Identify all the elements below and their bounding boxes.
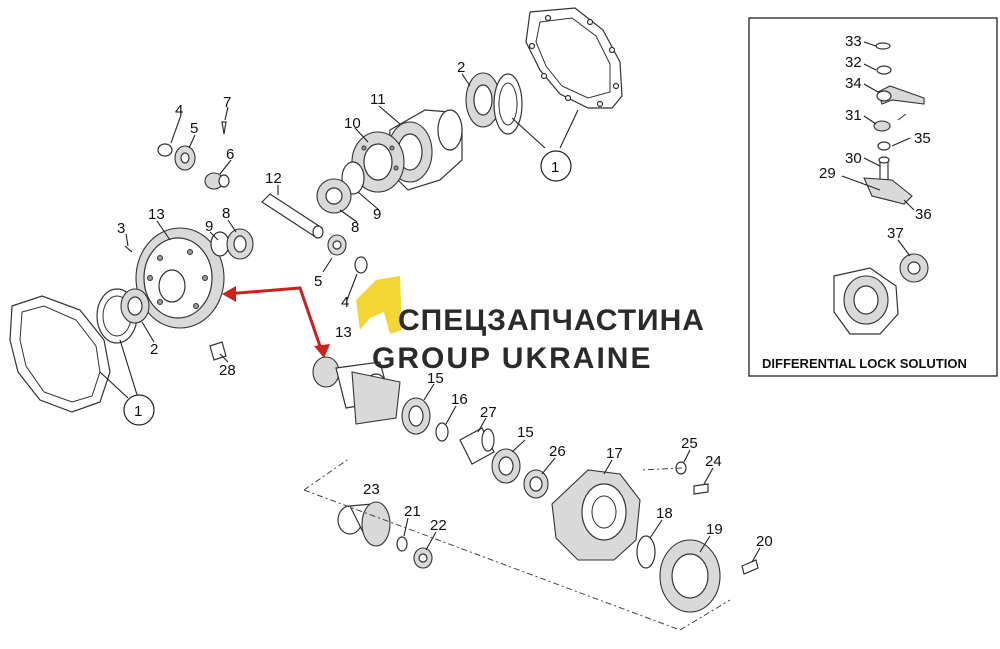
- callout-9a: 9: [373, 206, 381, 223]
- bearing-15b: [491, 448, 521, 484]
- callout-18: 18: [656, 505, 673, 522]
- callout-16: 16: [451, 391, 468, 408]
- callout-1a: 1: [551, 159, 559, 176]
- callout-8b: 8: [222, 205, 230, 222]
- callout-15a: 15: [427, 370, 444, 387]
- callout-22: 22: [430, 517, 447, 534]
- bearing-15a: [401, 397, 431, 435]
- flange-23: [337, 501, 391, 547]
- red-arrow: [222, 286, 330, 358]
- leader-lines: [99, 73, 761, 563]
- callout-9b: 9: [205, 218, 213, 235]
- side-gear-8-upper: [316, 178, 352, 214]
- callout-21: 21: [404, 503, 421, 520]
- bearing-upper: [465, 72, 523, 135]
- watermark-logo: [356, 276, 402, 334]
- gear-ring-10: [351, 131, 405, 193]
- watermark: СПЕЦЗАПЧАСТИНА GROUP UKRAINE: [356, 276, 705, 375]
- bearing-left: [96, 288, 150, 344]
- callout-34: 34: [845, 75, 862, 92]
- bushing-6: [204, 172, 230, 190]
- bolt-24: [693, 483, 709, 495]
- cross-shaft-12: [261, 193, 324, 239]
- callout-4a: 4: [175, 102, 183, 119]
- bolt-20: [741, 559, 759, 575]
- washer-32: [876, 65, 892, 75]
- callout-23: 23: [363, 481, 380, 498]
- callout-12: 12: [265, 170, 282, 187]
- circlip-33: [875, 42, 891, 50]
- callout-13a: 13: [148, 206, 165, 223]
- callout-31: 31: [845, 107, 862, 124]
- side-gear-8-left: [226, 228, 254, 260]
- gasket-left: [9, 295, 111, 413]
- callout-24: 24: [705, 453, 722, 470]
- bushing-35: [877, 141, 891, 151]
- watermark-line2: GROUP UKRAINE: [372, 342, 652, 375]
- callout-15b: 15: [517, 424, 534, 441]
- callout-7: 7: [223, 94, 231, 111]
- crown-gear-13: [135, 227, 225, 329]
- circle-callout-1a: [540, 150, 572, 182]
- callout-13b: 13: [335, 324, 352, 341]
- callout-25: 25: [681, 435, 698, 452]
- callout-2b: 2: [150, 341, 158, 358]
- callout-1b: 1: [134, 403, 142, 420]
- callout-28: 28: [219, 362, 236, 379]
- callout-10: 10: [344, 115, 361, 132]
- washer-4-mid: [354, 256, 368, 274]
- pinion-5-top: [174, 145, 196, 171]
- callout-27: 27: [480, 404, 497, 421]
- pin-3: [124, 245, 133, 253]
- callout-8a: 8: [351, 219, 359, 236]
- nut-22: [413, 547, 433, 569]
- spacer-27: [459, 427, 495, 465]
- callout-37: 37: [887, 225, 904, 242]
- callout-2a: 2: [457, 59, 465, 76]
- seal-18: [636, 535, 656, 569]
- nut-26: [523, 469, 549, 499]
- assembly-outline: [303, 457, 731, 631]
- watermark-line1: СПЕЦЗАПЧАСТИНА: [398, 304, 705, 337]
- cover-19: [659, 539, 721, 613]
- callout-32: 32: [845, 54, 862, 71]
- bearing-housing-17: [551, 469, 641, 561]
- lever-36: [863, 177, 913, 205]
- callout-35: 35: [914, 130, 931, 147]
- callout-30: 30: [845, 150, 862, 167]
- callout-19: 19: [706, 521, 723, 538]
- callout-36: 36: [915, 206, 932, 223]
- oring-21: [396, 536, 408, 552]
- callout-33: 33: [845, 33, 862, 50]
- callout-3: 3: [117, 220, 125, 237]
- pin-7: [221, 121, 227, 135]
- washer-4-top: [157, 143, 173, 157]
- pinion-shaft-13: [312, 356, 401, 425]
- callout-26: 26: [549, 443, 566, 460]
- circle-callout-1b: [123, 394, 155, 426]
- inset-title: DIFFERENTIAL LOCK SOLUTION: [762, 356, 967, 371]
- callout-5b: 5: [314, 273, 322, 290]
- ring-16: [435, 422, 449, 442]
- callout-4b: 4: [341, 294, 349, 311]
- gasket-upper: [525, 7, 623, 109]
- pinion-5-mid: [327, 234, 347, 256]
- callout-29: 29: [819, 165, 836, 182]
- coupling-37: [899, 253, 929, 283]
- callout-11: 11: [370, 91, 386, 108]
- callout-17: 17: [606, 445, 623, 462]
- inset-differential-lock: 33 32 34 31 35 30 29 36 37 DIFFERENTIAL …: [748, 17, 998, 377]
- callout-5a: 5: [190, 120, 198, 137]
- callout-6: 6: [226, 146, 234, 163]
- nut-31: [873, 120, 891, 132]
- callout-20: 20: [756, 533, 773, 550]
